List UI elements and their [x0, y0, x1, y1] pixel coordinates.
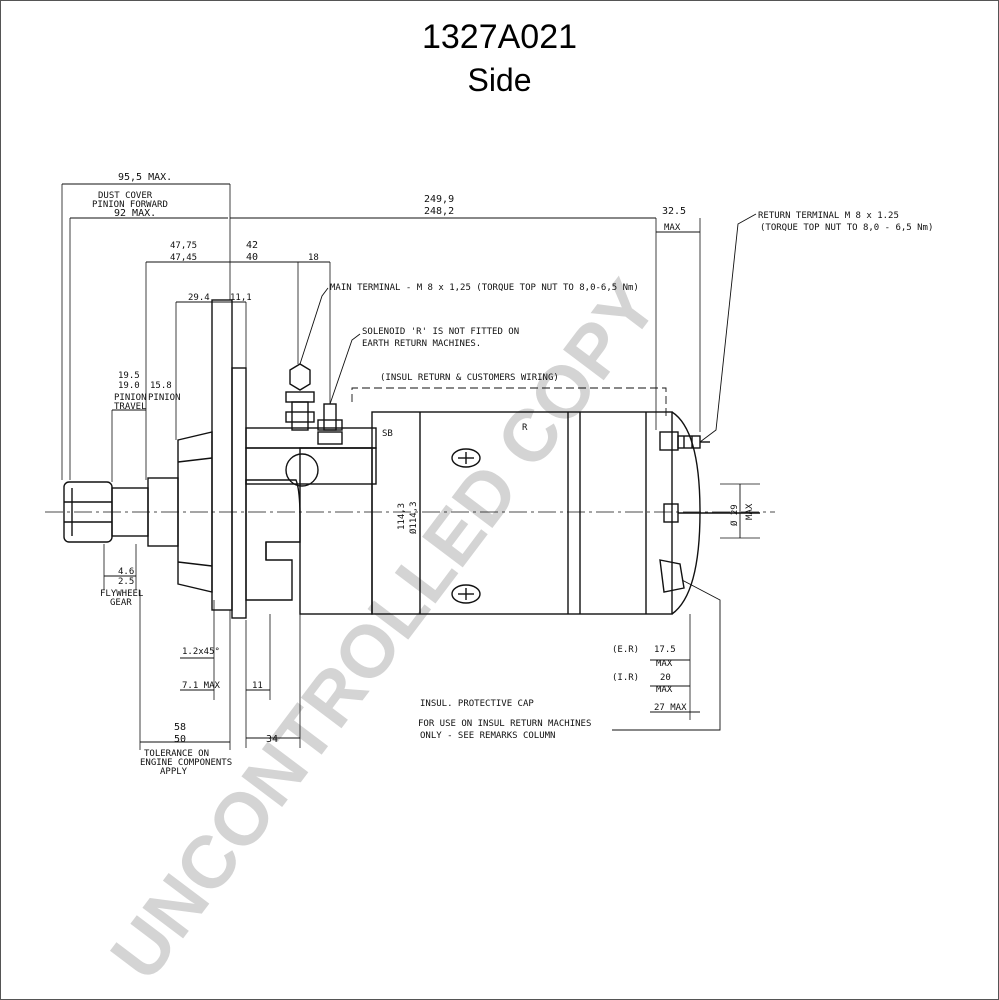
brush-cap [659, 559, 685, 593]
dim-travel-a: 19.5 [118, 371, 140, 381]
label-max-ir: MAX [656, 685, 673, 695]
dim-overall-max: 95,5 MAX. [118, 172, 172, 183]
dim-length-b: 248,2 [424, 206, 454, 217]
mounting-flange [211, 299, 233, 611]
dimension-labels: 95,5 MAX. DUST COVER PINION FORWARD 92 M… [92, 172, 755, 777]
solenoid-body [245, 427, 377, 449]
dim-stud-dia: Ø 29 [729, 504, 740, 526]
label-flywheel-2: GEAR [110, 598, 132, 608]
plus-symbol-bottom [451, 584, 481, 604]
dim-mount-b: 40 [246, 252, 258, 263]
label-max-er: MAX [656, 659, 673, 669]
dim-cap: 27 MAX [654, 703, 687, 713]
view-subtitle: Side [467, 62, 532, 98]
dim-terminal-spacing: 18 [308, 253, 319, 263]
dim-flange-b: 47,45 [170, 253, 197, 263]
label-tolerance-2: ENGINE COMPONENTS [140, 758, 232, 768]
dim-er: 17.5 [654, 645, 676, 655]
dim-angle: 1.2x45° [182, 647, 220, 657]
solenoid-hole [285, 453, 319, 487]
dim-dia-b: Ø114,3 [408, 501, 419, 534]
note-solenoid-1: SOLENOID 'R' IS NOT FITTED ON [362, 327, 519, 337]
label-tolerance-3: APPLY [160, 767, 188, 777]
dim-ir: 20 [660, 673, 671, 683]
note-labels: RETURN TERMINAL M 8 x 1.25 (TORQUE TOP N… [330, 211, 933, 741]
label-flywheel-1: FLYWHEEL [100, 589, 143, 599]
part-number-title: 1327A021 [421, 18, 578, 56]
dim-return-max-label: MAX [664, 223, 681, 233]
dim-mount-a: 42 [246, 240, 258, 251]
dim-engine-b: 50 [174, 734, 186, 745]
flange-ear [245, 479, 301, 601]
end-stud [663, 503, 679, 523]
dim-body-width: 34 [266, 734, 278, 745]
dim-engine-a: 58 [174, 722, 186, 733]
label-ir: (I.R) [612, 673, 639, 683]
label-r: R [522, 423, 528, 433]
dim-gear-b: 2.5 [118, 577, 134, 587]
dim-return-max-val: 32.5 [662, 206, 686, 217]
dim-dust-cover-1: DUST COVER [98, 191, 153, 201]
note-cap-1: INSUL. PROTECTIVE CAP [420, 699, 534, 709]
main-terminal-stud [285, 363, 315, 431]
dim-gear-a: 4.6 [118, 567, 134, 577]
dim-travel-b: 19.0 [118, 381, 140, 391]
label-er: (E.R) [612, 645, 639, 655]
dim-flange-a: 47,75 [170, 241, 197, 251]
dim-pinion-offset: 29.4 [188, 293, 210, 303]
dim-flange-thickness: 11,1 [230, 293, 252, 303]
dim-length-a: 249,9 [424, 194, 454, 205]
dim-dia-a: 114,3 [397, 503, 407, 530]
note-main-terminal: MAIN TERMINAL - M 8 x 1,25 (TORQUE TOP N… [330, 283, 639, 293]
dim-ring: 11 [252, 681, 263, 691]
note-return-terminal-1: RETURN TERMINAL M 8 x 1.25 [758, 211, 899, 221]
note-insul-return: (INSUL RETURN & CUSTOMERS WIRING) [380, 373, 559, 383]
label-pinion-travel-2: TRAVEL [114, 402, 147, 412]
dim-pinion: 15.8 [150, 381, 172, 391]
label-sb: SB [382, 429, 393, 439]
note-cap-2: FOR USE ON INSUL RETURN MACHINES [418, 719, 591, 729]
motor-end-cap [671, 411, 701, 615]
plus-symbol-top [451, 448, 481, 468]
note-solenoid-2: EARTH RETURN MACHINES. [362, 339, 481, 349]
motor-body [371, 411, 673, 615]
drawing-geometry [45, 183, 775, 750]
dim-dust-cover-3: 92 MAX. [114, 208, 156, 219]
solenoid-terminal-stud [317, 403, 343, 445]
label-pinion-travel-1: PINION [114, 393, 147, 403]
note-return-terminal-2: (TORQUE TOP NUT TO 8,0 - 6,5 Nm) [760, 223, 933, 233]
dim-hole-max: 7.1 MAX [182, 681, 221, 691]
note-cap-3: ONLY - SEE REMARKS COLUMN [420, 731, 555, 741]
label-tolerance-1: TOLERANCE ON [144, 749, 209, 759]
label-pinion: PINION [148, 393, 181, 403]
return-terminal [659, 431, 710, 451]
motor-yoke [299, 447, 373, 615]
dim-dust-cover-2: PINION FORWARD [92, 200, 168, 210]
dim-stud-max: MAX [745, 503, 755, 520]
